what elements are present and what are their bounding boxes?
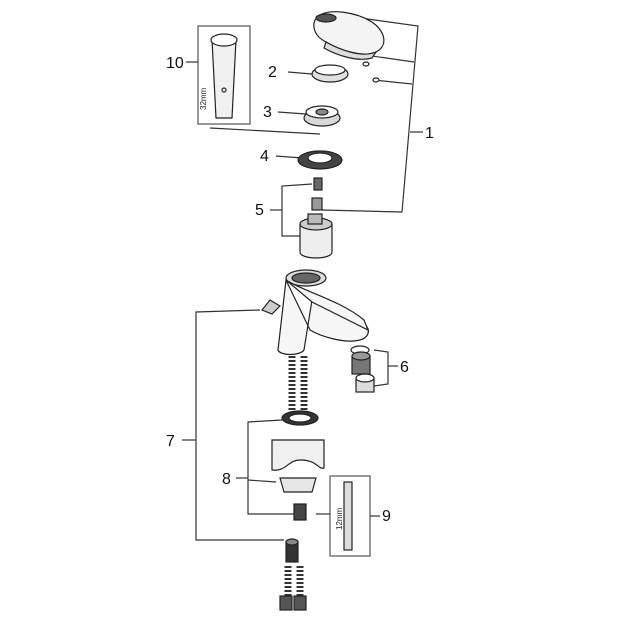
cap-ring bbox=[311, 64, 349, 83]
callout-1: 1 bbox=[425, 125, 434, 142]
callout-numbers: 1 2 3 4 5 6 7 8 9 10 bbox=[166, 55, 434, 525]
wrench-32mm-label: 32mm bbox=[199, 87, 208, 110]
aerator-set bbox=[350, 345, 375, 393]
callout-4: 4 bbox=[260, 148, 269, 165]
mounting-set bbox=[271, 410, 325, 521]
callout-9: 9 bbox=[382, 508, 391, 525]
callout-3: 3 bbox=[263, 104, 272, 121]
callout-5: 5 bbox=[255, 202, 264, 219]
tool-32mm-box: 32mm bbox=[197, 25, 251, 125]
tool-12mm-box: 12mm bbox=[329, 475, 371, 557]
lever-handle bbox=[313, 11, 385, 83]
callout-2: 2 bbox=[268, 64, 277, 81]
callout-10: 10 bbox=[166, 55, 184, 72]
callout-6: 6 bbox=[400, 359, 409, 376]
supply-hoses bbox=[279, 356, 308, 611]
faucet-body bbox=[261, 269, 370, 356]
wrench-12mm-label: 12mm bbox=[335, 507, 344, 530]
callout-8: 8 bbox=[222, 471, 231, 488]
cartridge-assembly bbox=[299, 177, 333, 259]
callout-7: 7 bbox=[166, 433, 175, 450]
stop-ring bbox=[303, 105, 341, 127]
threaded-bolt bbox=[285, 538, 299, 563]
bonnet-nut bbox=[297, 150, 343, 170]
leader-lines bbox=[182, 17, 423, 541]
